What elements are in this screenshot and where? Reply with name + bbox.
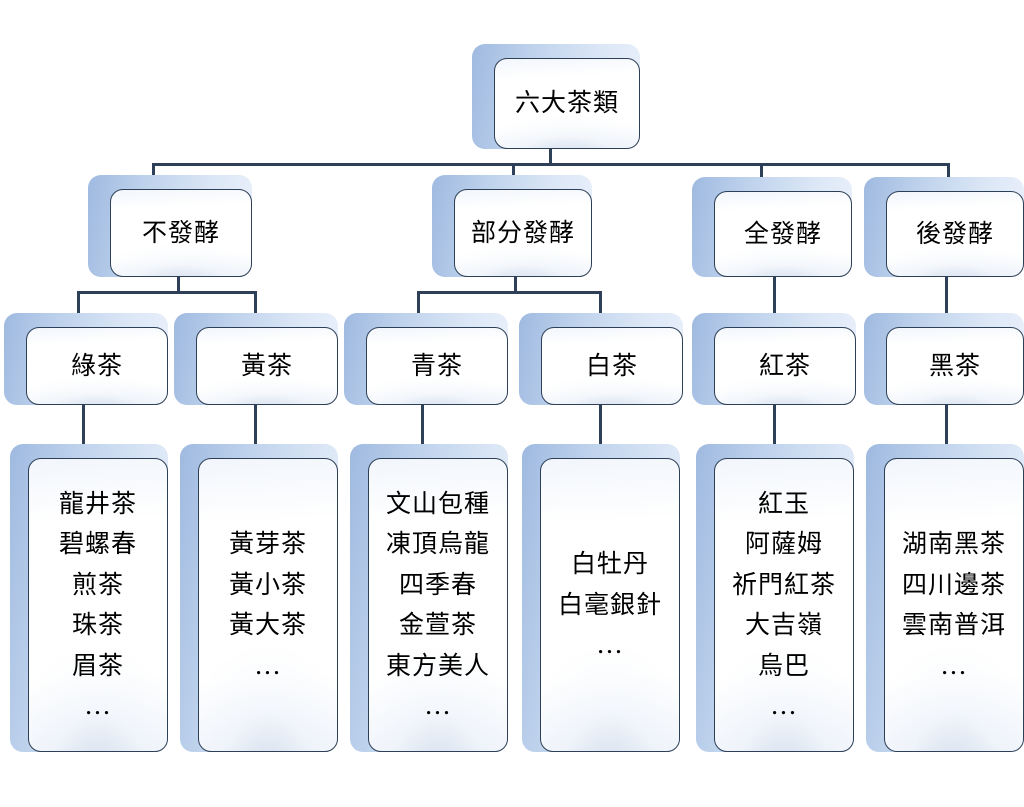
connector-quanfajiao-to-hongcha	[773, 275, 776, 315]
node-card: 後發酵	[886, 191, 1024, 277]
node-root[interactable]: 六大茶類	[472, 44, 640, 149]
connector-down-to-baicha	[599, 291, 602, 315]
connector-buweijiao-down	[177, 275, 180, 293]
connector-down-to-quanfajiao	[760, 163, 763, 187]
connector-bufenfajiao-down	[514, 275, 517, 293]
connector-down-to-huangcha	[254, 291, 257, 315]
node-card: 黑茶	[886, 327, 1024, 405]
node-card: 六大茶類	[494, 58, 640, 149]
node-label: 六大茶類	[514, 88, 619, 118]
node-label: 青茶	[410, 350, 463, 380]
node-card: 湖南黑茶 四川邊茶 雲南普洱 ...	[884, 458, 1024, 752]
node-varieties-huangcha[interactable]: 黃芽茶 黃小茶 黃大茶 ...	[180, 444, 338, 752]
node-card: 黃芽茶 黃小茶 黃大茶 ...	[198, 458, 338, 752]
connector-down-to-lucha	[77, 291, 80, 315]
node-tea-type-lucha[interactable]: 綠茶	[4, 313, 168, 405]
node-fermentation-buweijiao[interactable]: 不發酵	[88, 175, 252, 277]
node-label: 黃茶	[240, 350, 293, 380]
node-tea-type-qingcha[interactable]: 青茶	[344, 313, 508, 405]
node-card: 文山包種 凍頂烏龍 四季春 金萱茶 東方美人 ...	[368, 458, 508, 752]
node-label: 黑茶	[928, 350, 981, 380]
connector-root-down	[549, 147, 552, 165]
node-card: 綠茶	[26, 327, 168, 405]
node-label: 部分發酵	[470, 217, 575, 247]
node-card: 龍井茶 碧螺春 煎茶 珠茶 眉茶 ...	[28, 458, 168, 752]
connector-buweijiao-bus	[77, 291, 257, 294]
node-card: 紅玉 阿薩姆 祈門紅茶 大吉嶺 烏巴 ...	[714, 458, 854, 752]
connector-level2-bus	[152, 163, 950, 166]
node-card: 部分發酵	[454, 189, 592, 277]
node-label: 綠茶	[70, 350, 123, 380]
node-fermentation-houfajiao[interactable]: 後發酵	[864, 177, 1024, 277]
node-varieties-lucha[interactable]: 龍井茶 碧螺春 煎茶 珠茶 眉茶 ...	[10, 444, 168, 752]
node-fermentation-quanfajiao[interactable]: 全發酵	[692, 177, 852, 277]
connector-down-to-qingcha	[417, 291, 420, 315]
connector-houfajiao-to-heicha	[945, 275, 948, 315]
connector-down-to-houfajiao	[947, 163, 950, 187]
node-card: 不發酵	[110, 189, 252, 277]
connector-huangcha-to-varieties	[254, 404, 257, 448]
connector-lucha-to-varieties	[82, 404, 85, 448]
node-card: 青茶	[366, 327, 508, 405]
node-label: 紅茶	[758, 350, 811, 380]
connector-baicha-to-varieties	[599, 404, 602, 448]
node-label: 白牡丹 白毫銀針 ...	[557, 549, 662, 660]
node-varieties-qingcha[interactable]: 文山包種 凍頂烏龍 四季春 金萱茶 東方美人 ...	[350, 444, 508, 752]
node-label: 龍井茶 碧螺春 煎茶 珠茶 眉茶 ...	[58, 488, 137, 721]
node-fermentation-bufenfajiao[interactable]: 部分發酵	[432, 175, 592, 277]
connector-bufenfajiao-bus	[417, 291, 602, 294]
node-card: 紅茶	[714, 327, 856, 405]
node-card: 白牡丹 白毫銀針 ...	[540, 458, 680, 752]
node-varieties-heicha[interactable]: 湖南黑茶 四川邊茶 雲南普洱 ...	[866, 444, 1024, 752]
node-label: 黃芽茶 黃小茶 黃大茶 ...	[228, 529, 307, 680]
node-varieties-baicha[interactable]: 白牡丹 白毫銀針 ...	[522, 444, 680, 752]
node-label: 不發酵	[141, 217, 220, 247]
node-tea-type-heicha[interactable]: 黑茶	[864, 313, 1024, 405]
node-card: 白茶	[541, 327, 683, 405]
node-tea-type-huangcha[interactable]: 黃茶	[174, 313, 338, 405]
connector-qingcha-to-varieties	[421, 404, 424, 448]
node-card: 黃茶	[196, 327, 338, 405]
node-label: 全發酵	[743, 218, 822, 248]
node-label: 白茶	[585, 350, 638, 380]
node-label: 後發酵	[915, 218, 994, 248]
node-label: 紅玉 阿薩姆 祈門紅茶 大吉嶺 烏巴 ...	[731, 488, 836, 721]
node-card: 全發酵	[714, 191, 852, 277]
connector-heicha-to-varieties	[945, 404, 948, 448]
node-varieties-hongcha[interactable]: 紅玉 阿薩姆 祈門紅茶 大吉嶺 烏巴 ...	[696, 444, 854, 752]
node-label: 文山包種 凍頂烏龍 四季春 金萱茶 東方美人 ...	[385, 488, 490, 721]
connector-hongcha-to-varieties	[773, 404, 776, 448]
node-tea-type-hongcha[interactable]: 紅茶	[692, 313, 856, 405]
node-tea-type-baicha[interactable]: 白茶	[519, 313, 683, 405]
node-label: 湖南黑茶 四川邊茶 雲南普洱 ...	[901, 529, 1006, 680]
